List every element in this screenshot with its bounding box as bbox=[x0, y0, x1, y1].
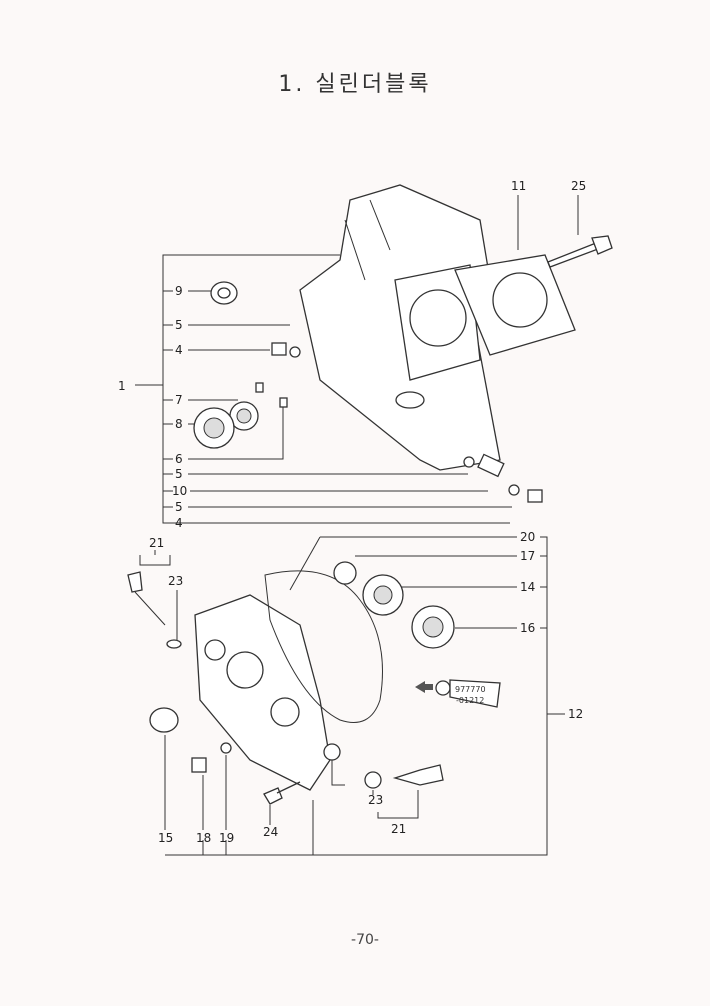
callout-5: 5 bbox=[175, 467, 183, 481]
sealant-tube: 977770 -01212 bbox=[415, 679, 501, 708]
plug-4 bbox=[271, 342, 287, 356]
o-ring-23 bbox=[166, 639, 182, 649]
callout-16: 16 bbox=[520, 621, 535, 635]
callout-18: 18 bbox=[196, 831, 211, 845]
callout-4: 4 bbox=[175, 343, 183, 357]
bearing-17 bbox=[333, 561, 357, 585]
washer-19 bbox=[220, 742, 232, 754]
callout-21: 21 bbox=[391, 822, 406, 836]
callout-11: 11 bbox=[511, 179, 526, 193]
dipstick-21 bbox=[127, 571, 143, 593]
washer-5 bbox=[463, 456, 475, 468]
gear-case-cover bbox=[194, 570, 383, 791]
bolt-25 bbox=[547, 195, 613, 268]
oil-seal-15 bbox=[149, 707, 179, 733]
callout-1: 1 bbox=[118, 379, 126, 393]
group-12-bracket: 12 20 17 14 16 bbox=[165, 530, 583, 856]
washer-5 bbox=[289, 346, 301, 358]
callout-12: 12 bbox=[568, 707, 583, 721]
callout-5: 5 bbox=[175, 318, 183, 332]
callout-25: 25 bbox=[571, 179, 586, 193]
arrow-icon bbox=[415, 681, 433, 693]
callout-7: 7 bbox=[175, 393, 183, 407]
plug-4 bbox=[527, 489, 543, 503]
page-number: -70- bbox=[351, 932, 379, 948]
sealant-part-number-suffix: -01212 bbox=[456, 696, 484, 705]
callout-15: 15 bbox=[158, 831, 173, 845]
pin-6 bbox=[279, 397, 288, 408]
bolt-24 bbox=[263, 781, 301, 805]
cylinder-block bbox=[299, 184, 576, 471]
page-title: 1. 실린더블록 bbox=[278, 72, 432, 97]
callout-20: 20 bbox=[520, 530, 535, 544]
dipstick-21 bbox=[392, 764, 444, 786]
callout-23: 23 bbox=[368, 793, 383, 807]
callout-6: 6 bbox=[175, 452, 183, 466]
callout-17: 17 bbox=[520, 549, 535, 563]
plug-18 bbox=[191, 757, 207, 773]
callout-9: 9 bbox=[175, 284, 183, 298]
callout-4: 4 bbox=[175, 516, 183, 530]
sealant-part-number: 977770 bbox=[455, 685, 486, 694]
callout-24: 24 bbox=[263, 825, 278, 839]
plug-10 bbox=[477, 453, 505, 478]
callout-21: 21 bbox=[149, 536, 164, 550]
callout-5: 5 bbox=[175, 500, 183, 514]
callout-19: 19 bbox=[219, 831, 234, 845]
callout-14: 14 bbox=[520, 580, 535, 594]
o-ring-23 bbox=[364, 771, 382, 789]
head-gasket bbox=[492, 272, 548, 328]
callout-10: 10 bbox=[172, 484, 187, 498]
callout-23: 23 bbox=[168, 574, 183, 588]
callout-8: 8 bbox=[175, 417, 183, 431]
group-1-bracket: 1 9 5 4 7 8 6 5 10 5 4 bbox=[118, 254, 512, 530]
